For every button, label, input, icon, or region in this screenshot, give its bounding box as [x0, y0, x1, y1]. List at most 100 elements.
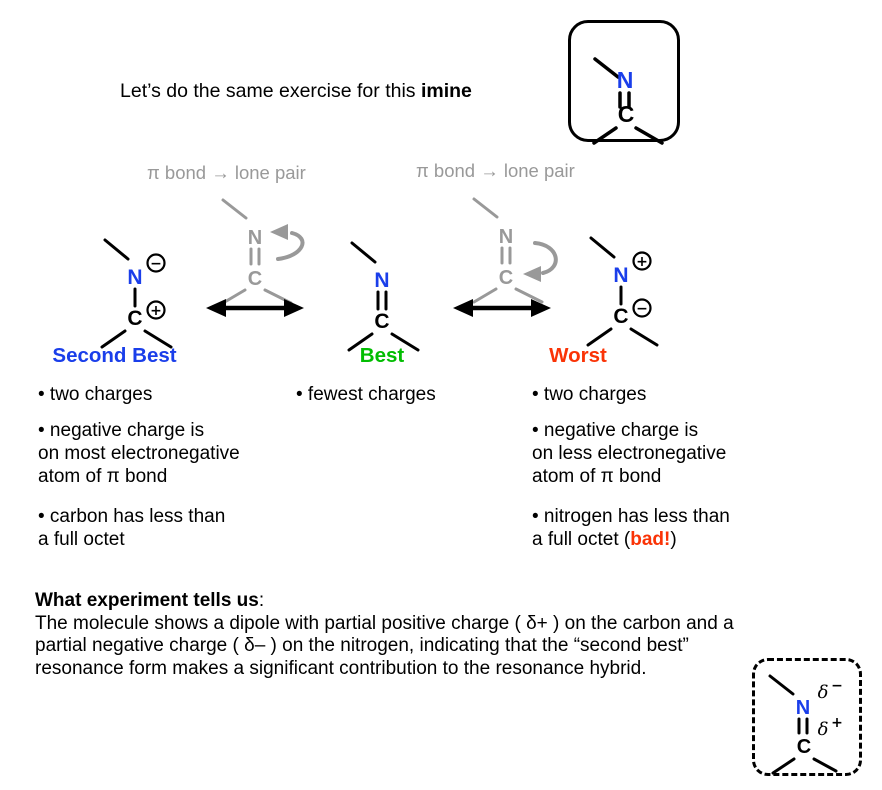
negative-charge-circle [146, 253, 166, 273]
curved-arrow-head [523, 266, 541, 282]
experiment-line-3: resonance form makes a significant contr… [35, 657, 647, 679]
methyl-bond [768, 674, 795, 696]
methyl-bond [629, 327, 659, 347]
lesson-title-emphasis: imine [420, 80, 472, 102]
gray-transition-structure-left: N C [221, 198, 305, 305]
bullet-best-1: • fewest charges [296, 384, 436, 405]
carbon-atom: C [499, 267, 513, 289]
carbon-atom: C [797, 736, 811, 758]
arrow-head-right [284, 299, 304, 317]
arrow-head-right [531, 299, 551, 317]
methyl-bond [771, 757, 796, 775]
imine-structure: N C [592, 57, 664, 145]
positive-charge-circle [632, 251, 652, 271]
lesson-title: Let’s do the same exercise for this imin… [120, 80, 472, 103]
delta-plus-symbol: δ [818, 719, 829, 740]
methyl-bond [347, 332, 374, 352]
bullet-worst-2: • negative charge is on less electronega… [532, 419, 726, 488]
pi-bond-label-right: π bond → lone pair [416, 160, 575, 181]
bullet-line: • carbon has less than [38, 506, 226, 527]
delta-minus-symbol: δ [818, 682, 829, 703]
positive-charge-circle [146, 300, 166, 320]
bullet-line: a full octet (bad!) [532, 528, 730, 551]
structure-label-best: Best [359, 344, 405, 367]
carbon-atom: C [613, 305, 628, 328]
pi-bond-label-left: π bond → lone pair [147, 162, 306, 183]
bullet-text-pre: a full octet ( [532, 529, 631, 550]
carbon-atom: C [374, 310, 389, 333]
methyl-bond [390, 332, 420, 352]
curved-arrow-to-carbon [533, 241, 558, 275]
experiment-line-2: partial negative charge ( δ– ) on the ni… [35, 635, 689, 656]
bullet-line: • negative charge is [532, 420, 699, 441]
bullet-line: • negative charge is [38, 420, 205, 441]
nitrogen-atom: N [613, 264, 628, 287]
bullet-line: on less electronegative [532, 443, 727, 464]
carbon-atom: C [127, 307, 142, 330]
arrow-head-left [453, 299, 473, 317]
curved-arrow-to-nitrogen [276, 231, 305, 261]
lesson-title-text: Let’s do the same exercise for this [120, 80, 421, 102]
nitrogen-atom: N [374, 269, 389, 292]
methyl-bond [221, 198, 248, 220]
structure-label-second-best: Second Best [52, 344, 177, 367]
bullet-line: a full octet [38, 529, 125, 550]
methyl-bond [586, 327, 613, 347]
methyl-bond [100, 329, 127, 349]
experiment-heading-line: What experiment tells us: [35, 590, 734, 613]
arrow-head-left [206, 299, 226, 317]
resonance-structure-second-best: N − C + [100, 238, 173, 349]
plus-sign: + [636, 254, 648, 270]
experiment-heading: What experiment tells us [35, 590, 259, 611]
methyl-bond [143, 329, 173, 349]
methyl-bond [472, 197, 499, 219]
bullet-text-post: ) [670, 529, 677, 550]
carbon-atom: C [618, 101, 635, 127]
structure-label-worst: Worst [549, 344, 607, 367]
methyl-bond [812, 757, 838, 773]
bullet-second-best-1: • two charges [38, 384, 153, 405]
minus-sign: − [150, 256, 162, 272]
plus-sign: + [150, 303, 162, 319]
imine-structure-box: N C [568, 20, 680, 145]
dipole-structure-box: N C δ − δ + [752, 658, 862, 776]
methyl-bond [472, 287, 498, 304]
bullet-line: • nitrogen has less than [532, 506, 730, 527]
bullet-worst-1: • two charges [532, 384, 647, 405]
negative-charge-circle [632, 298, 652, 318]
experiment-summary: What experiment tells us: The molecule s… [35, 590, 734, 680]
methyl-bond [514, 287, 544, 304]
nitrogen-atom: N [127, 266, 142, 289]
bullet-second-best-3: • carbon has less than a full octet [38, 505, 225, 551]
resonance-arrow-1 [206, 299, 304, 317]
methyl-bond [103, 238, 130, 261]
methyl-bond [593, 57, 620, 79]
experiment-line-1: The molecule shows a dipole with partial… [35, 612, 734, 634]
bullet-worst-3: • nitrogen has less than a full octet (b… [532, 505, 730, 551]
nitrogen-atom: N [617, 67, 634, 93]
carbon-atom: C [248, 268, 262, 290]
nitrogen-atom: N [248, 227, 262, 249]
nitrogen-atom: N [796, 697, 810, 719]
gray-transition-structure-right: N C [472, 197, 558, 304]
resonance-arrow-2 [453, 299, 551, 317]
delta-plus-sign: + [831, 715, 843, 731]
methyl-bond [221, 288, 247, 305]
dipole-structure: N C δ − δ + [768, 674, 843, 775]
minus-sign: − [636, 301, 648, 317]
resonance-structure-worst: N + C − [586, 236, 659, 347]
experiment-heading-colon: : [258, 590, 265, 611]
bad-emphasis: bad! [630, 529, 671, 550]
bullet-line: atom of π bond [38, 466, 168, 487]
curved-arrow-head [270, 224, 288, 240]
bullet-line: on most electronegative [38, 443, 240, 464]
methyl-bond [589, 236, 616, 259]
bullet-second-best-2: • negative charge is on most electronega… [38, 419, 240, 488]
methyl-bond [350, 241, 377, 264]
nitrogen-atom: N [499, 226, 513, 248]
delta-minus-sign: − [831, 678, 843, 694]
methyl-bond [634, 126, 664, 145]
resonance-structure-best: N C [347, 241, 420, 352]
methyl-bond [592, 126, 618, 145]
